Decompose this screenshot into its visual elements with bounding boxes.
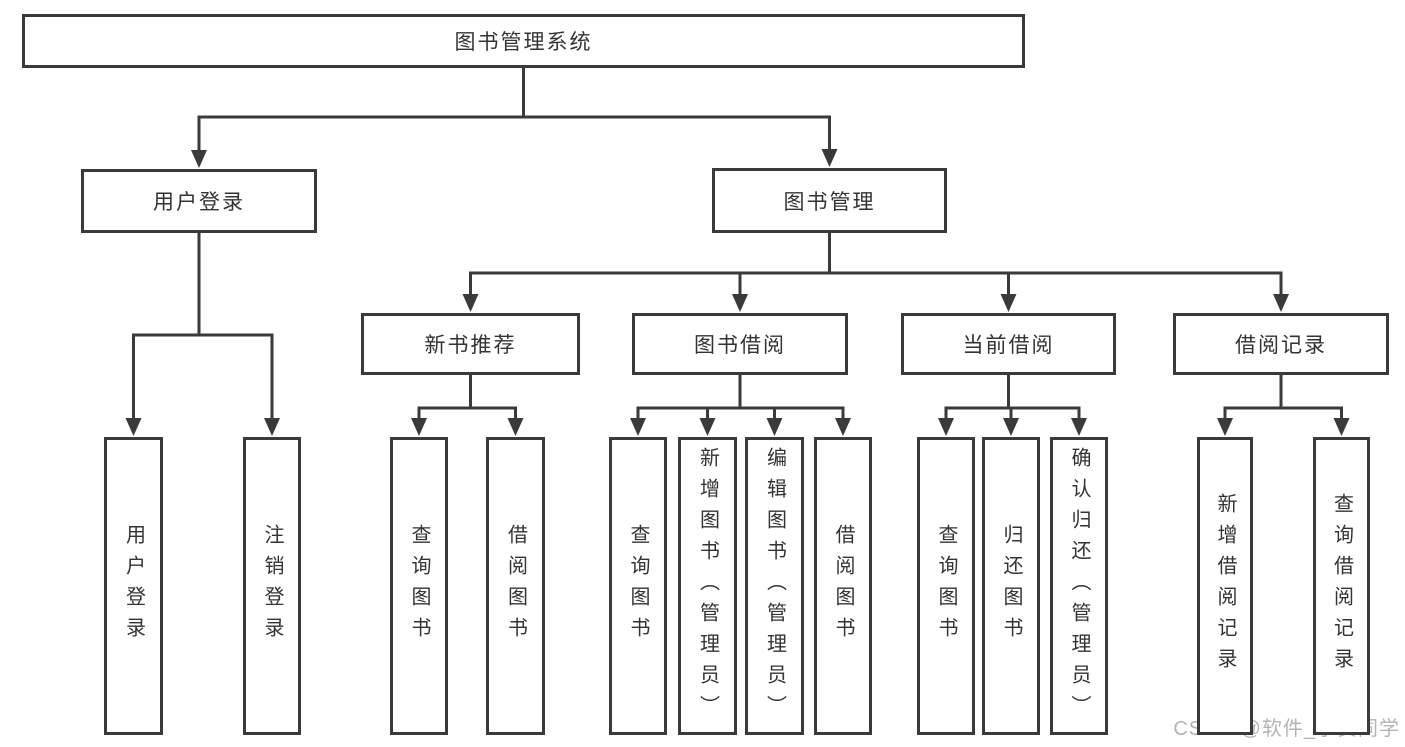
node-leaf-user-login: 用户登录 bbox=[104, 437, 163, 735]
node-label-leaf-borrow-book-2: 借阅图书 bbox=[832, 524, 854, 648]
arrowhead-new-book-rec bbox=[462, 294, 479, 312]
node-label-current-borrow: 当前借阅 bbox=[962, 334, 1055, 357]
arrowhead-leaf-user-login bbox=[125, 418, 142, 436]
node-label-leaf-edit-book: 编辑图书（管理员） bbox=[763, 446, 786, 726]
node-label-user-login: 用户登录 bbox=[153, 191, 245, 214]
node-borrow-record: 借阅记录 bbox=[1173, 313, 1389, 375]
arrowhead-leaf-logout bbox=[264, 418, 280, 436]
node-leaf-add-book: 新增图书（管理员） bbox=[678, 437, 737, 735]
node-label-new-book-rec: 新书推荐 bbox=[424, 334, 517, 357]
arrowhead-leaf-query-book-3 bbox=[938, 418, 954, 436]
arrowhead-leaf-add-borrow-record bbox=[1217, 418, 1233, 436]
node-label-leaf-query-book-3: 查询图书 bbox=[935, 524, 957, 648]
node-leaf-logout: 注销登录 bbox=[243, 437, 301, 735]
node-label-leaf-return-book: 归还图书 bbox=[1000, 524, 1022, 648]
node-label-leaf-borrow-book-1: 借阅图书 bbox=[504, 524, 527, 648]
node-label-book-borrow: 图书借阅 bbox=[694, 334, 786, 357]
node-label-leaf-query-book-1: 查询图书 bbox=[408, 524, 430, 648]
arrowhead-current-borrow bbox=[1000, 294, 1017, 312]
node-leaf-query-book-1: 查询图书 bbox=[390, 437, 448, 735]
node-user-login: 用户登录 bbox=[81, 169, 317, 233]
node-label-leaf-add-book: 新增图书（管理员） bbox=[696, 446, 719, 726]
arrowhead-leaf-query-book-1 bbox=[411, 418, 427, 436]
node-label-leaf-logout: 注销登录 bbox=[261, 524, 283, 648]
arrowhead-leaf-borrow-book-2 bbox=[835, 418, 851, 436]
node-new-book-rec: 新书推荐 bbox=[361, 313, 580, 375]
node-leaf-query-borrow-record: 查询借阅记录 bbox=[1313, 437, 1370, 735]
node-leaf-borrow-book-1: 借阅图书 bbox=[486, 437, 545, 735]
arrowhead-borrow-record bbox=[1273, 294, 1289, 312]
node-leaf-borrow-book-2: 借阅图书 bbox=[814, 437, 872, 735]
arrowhead-leaf-confirm-return bbox=[1071, 418, 1087, 436]
node-leaf-query-book-2: 查询图书 bbox=[609, 437, 667, 735]
node-leaf-add-borrow-record: 新增借阅记录 bbox=[1197, 437, 1253, 735]
arrowhead-leaf-return-book bbox=[1003, 418, 1019, 436]
node-leaf-return-book: 归还图书 bbox=[982, 437, 1040, 735]
arrowhead-book-mgmt bbox=[821, 149, 838, 167]
node-label-root: 图书管理系统 bbox=[454, 31, 593, 54]
arrowhead-leaf-borrow-book-1 bbox=[507, 418, 524, 436]
arrowhead-leaf-add-book bbox=[699, 418, 716, 436]
node-leaf-edit-book: 编辑图书（管理员） bbox=[745, 437, 804, 735]
node-label-leaf-confirm-return: 确认归还（管理员） bbox=[1068, 446, 1090, 726]
node-label-leaf-query-book-2: 查询图书 bbox=[627, 524, 649, 648]
node-book-borrow: 图书借阅 bbox=[632, 313, 848, 375]
node-label-book-mgmt: 图书管理 bbox=[783, 190, 876, 214]
node-leaf-confirm-return: 确认归还（管理员） bbox=[1050, 437, 1108, 735]
node-label-leaf-add-borrow-record: 新增借阅记录 bbox=[1214, 493, 1236, 679]
node-leaf-query-book-3: 查询图书 bbox=[917, 437, 975, 735]
arrowhead-leaf-query-borrow-record bbox=[1333, 418, 1350, 436]
arrowhead-book-borrow bbox=[732, 294, 748, 312]
node-current-borrow: 当前借阅 bbox=[901, 313, 1116, 375]
node-label-leaf-query-borrow-record: 查询借阅记录 bbox=[1330, 493, 1353, 679]
arrowhead-user-login bbox=[191, 150, 207, 168]
node-label-leaf-user-login: 用户登录 bbox=[122, 524, 145, 648]
arrowhead-leaf-edit-book bbox=[766, 418, 783, 436]
node-label-borrow-record: 借阅记录 bbox=[1235, 334, 1327, 357]
node-root: 图书管理系统 bbox=[22, 14, 1025, 68]
arrowhead-leaf-query-book-2 bbox=[630, 418, 646, 436]
node-book-mgmt: 图书管理 bbox=[712, 168, 947, 233]
